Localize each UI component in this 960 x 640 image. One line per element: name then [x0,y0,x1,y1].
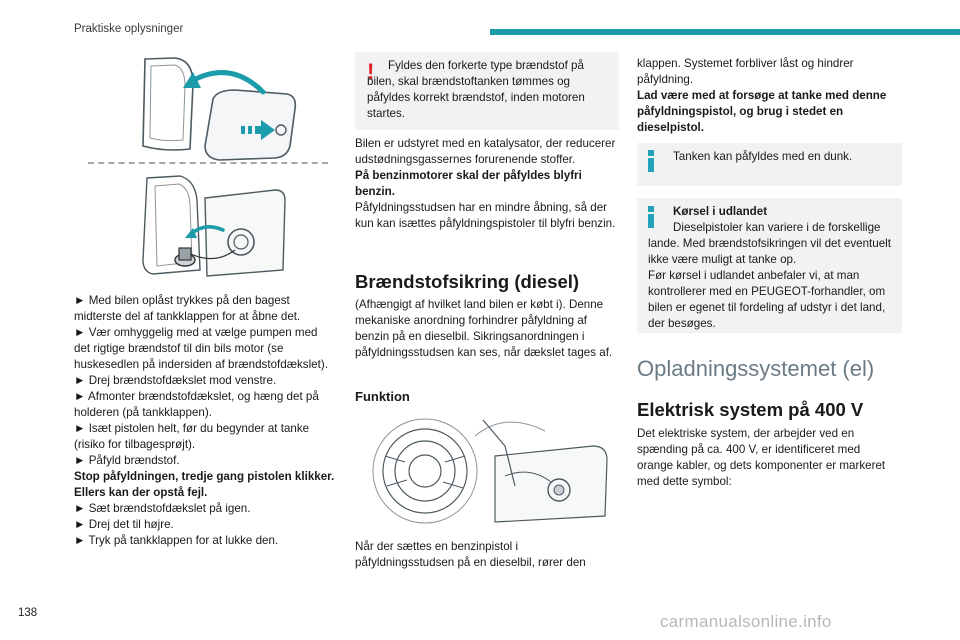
step-item: ► Drej brændstofdækslet mod venstre. [74,374,277,387]
info-text-abroad: Dieselpistoler kan variere i de forskell… [648,221,891,266]
step-item: ► Afmonter brændstofdækslet, og hæng det… [74,390,319,419]
step-item: ► Påfyld brændstof. [74,454,180,467]
function-title: Funktion [355,389,410,404]
info-text-jerrycan: Tanken kan påfyldes med en dunk. [673,150,853,163]
header-accent-bar [490,29,960,35]
info-box-abroad: Kørsel i udlandet Dieselpistoler kan var… [637,198,902,333]
step-item: ► Tryk på tankklappen for at lukke den. [74,534,279,547]
warning-icon: ! [367,59,375,84]
misfuel-description: (Afhængigt af hvilket land bilen er købt… [355,298,613,359]
petrol-text: Påfyldningsstudsen har en mindre åbning,… [355,201,616,230]
misfuel-continued: klappen. Systemet forbliver låst og hind… [637,56,902,136]
illustration-separator [88,162,328,164]
section-title-400v: Elektrisk system på 400 V [637,399,864,420]
function-block: Når der sættes en benzinpistol i påfyldn… [355,539,615,571]
refuel-steps: ► Med bilen oplåst trykkes på den bagest… [74,293,336,549]
info-text-abroad-2: Før kørsel i udlandet anbefaler vi, at m… [648,269,886,330]
misfuel-device-illustration [372,418,608,524]
step-item: ► Vær omhyggelig med at vælge pumpen med… [74,326,328,371]
info-icon [648,206,654,228]
info-box-jerrycan: Tanken kan påfyldes med en dunk. [637,143,902,186]
warning-text: Fyldes den forkerte type brændstof på bi… [367,59,585,120]
system-description: Det elektriske system, der arbejder ved … [637,427,886,488]
petrol-notice: På benzinmotorer skal der påfyldes blyfr… [355,169,582,198]
page-number: 138 [18,607,38,619]
chapter-title: Opladningssystemet (el) [637,356,875,381]
warning-box: ! Fyldes den forkerte type brændstof på … [355,52,619,130]
stop-instruction: Stop påfyldningen, tredje gang pistolen … [74,470,335,499]
catalyst-block: Bilen er udstyret med en katalysator, de… [355,136,619,232]
info-title-abroad: Kørsel i udlandet [673,205,768,218]
step-item: ► Med bilen oplåst trykkes på den bagest… [74,294,301,323]
fuel-cap-removal-illustration [142,175,286,277]
step-item: ► Sæt brændstofdækslet på igen. [74,502,251,515]
step-item: ► Drej det til højre. [74,518,174,531]
step-item: ► Isæt pistolen helt, før du begynder at… [74,422,310,451]
section-title-misfuel: Brændstofsikring (diesel) [355,271,580,292]
function-text: Når der sættes en benzinpistol i påfyldn… [355,540,586,569]
watermark: carmanualsonline.info [660,612,832,631]
catalyst-text: Bilen er udstyret med en katalysator, de… [355,137,616,166]
continued-text: klappen. Systemet forbliver låst og hind… [637,57,854,86]
continued-warning: Lad være med at forsøge at tanke med den… [637,89,887,134]
fuel-flap-open-illustration [142,57,297,161]
running-header: Praktiske oplysninger [74,23,184,35]
info-icon [648,150,654,172]
